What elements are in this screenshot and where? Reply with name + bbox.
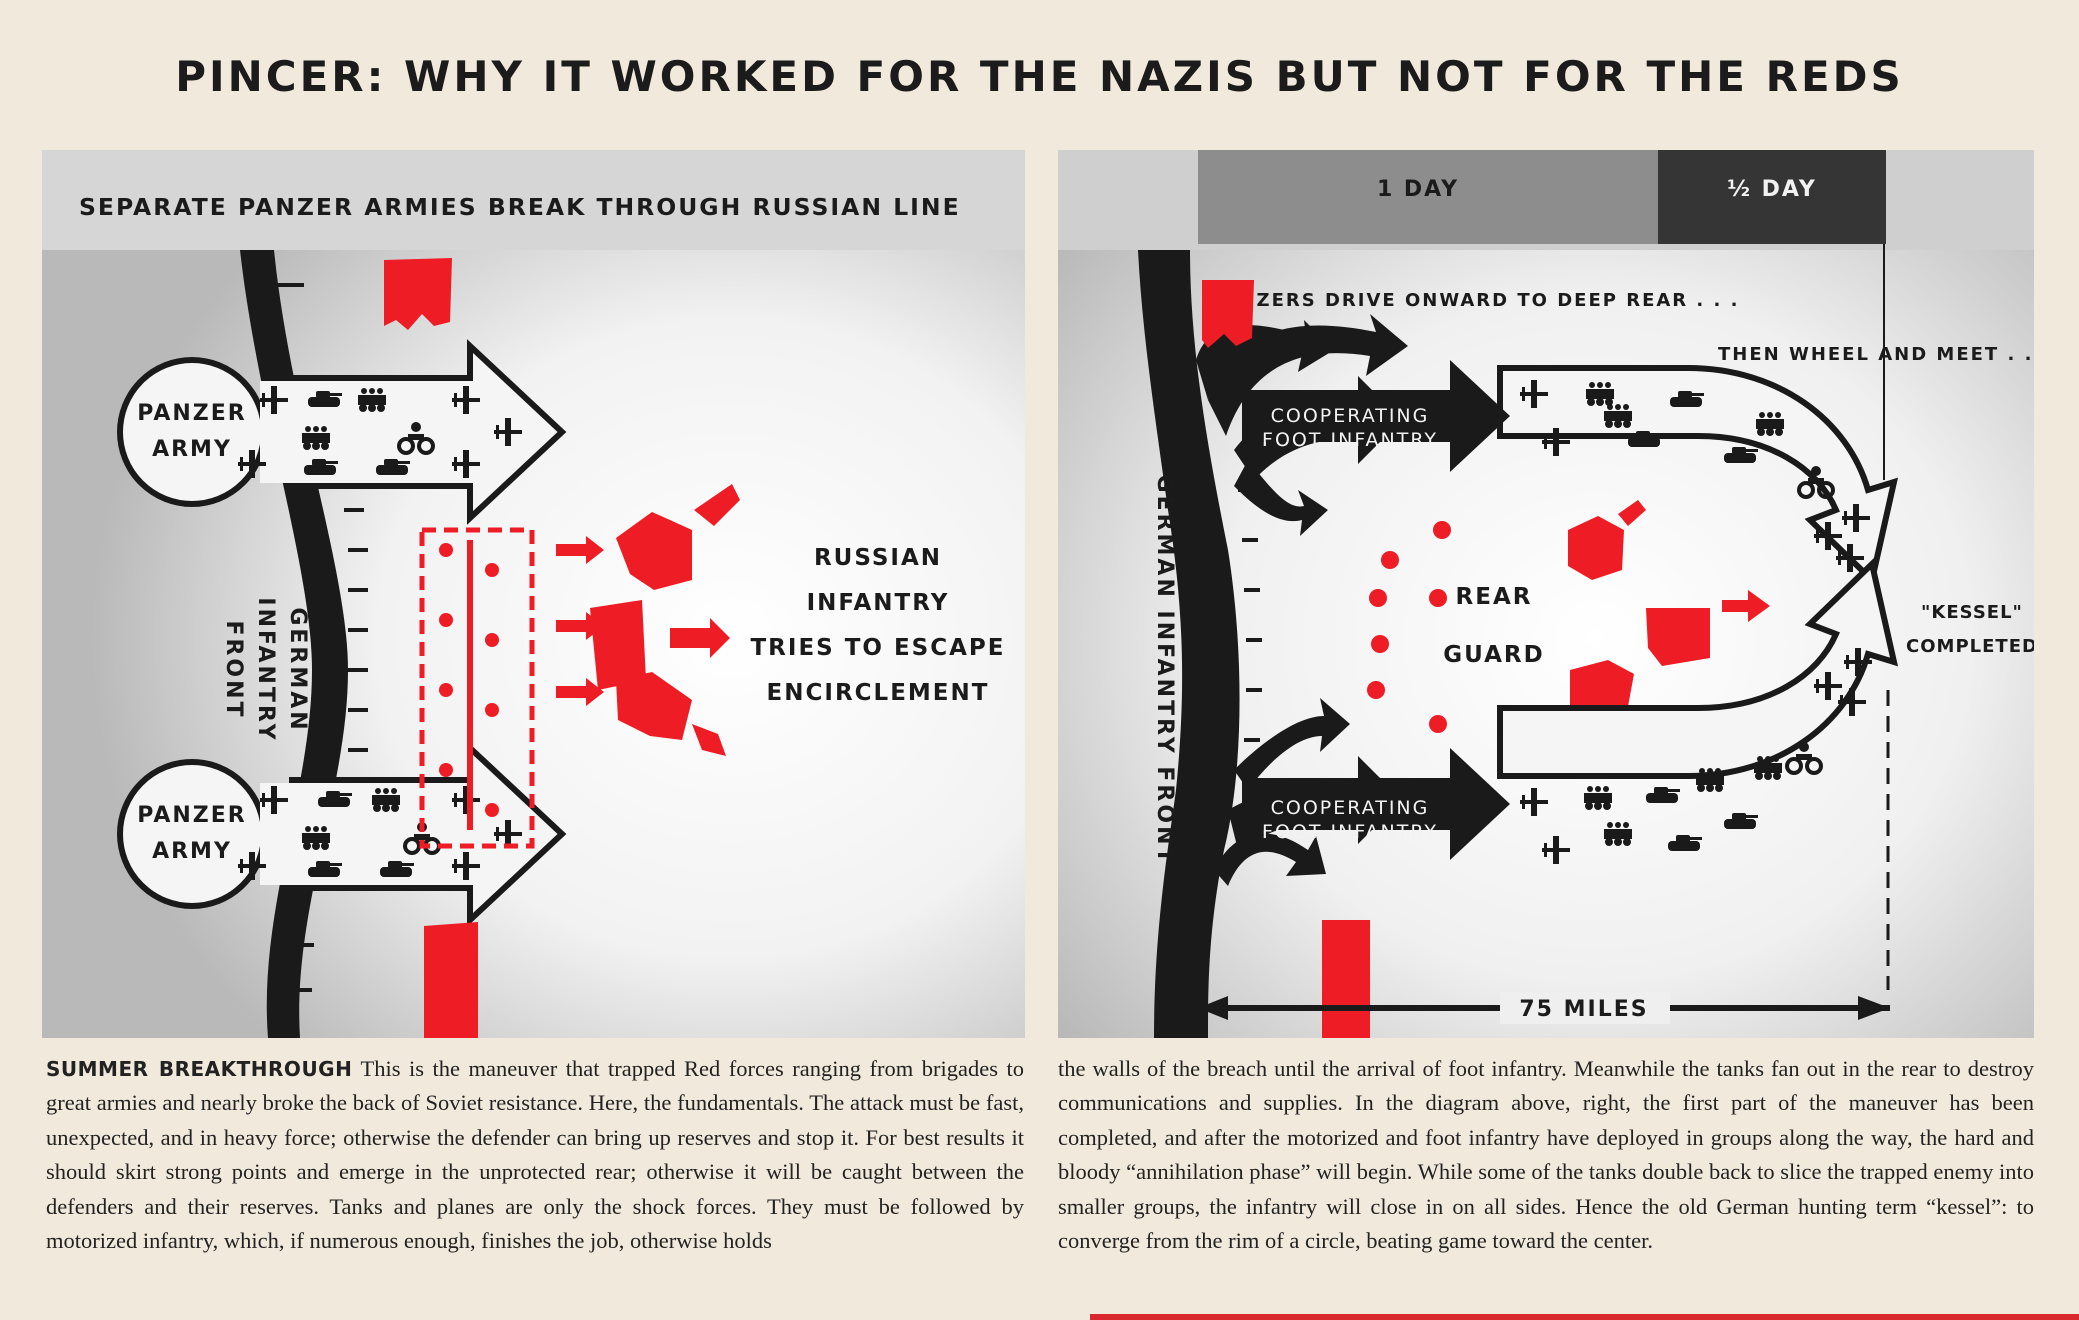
svg-text:PANZER: PANZER — [137, 401, 246, 426]
svg-text:GERMAN INFANTRY FRONT: GERMAN INFANTRY FRONT — [1152, 475, 1177, 866]
russian-label: RUSSIAN INFANTRY TRIES TO ESCAPE ENCIRCL… — [750, 545, 1005, 706]
panzer-army-top-shape: PANZER ARMY — [117, 339, 567, 525]
svg-text:FRONT: FRONT — [221, 620, 246, 719]
german-infantry-front-label: GERMAN INFANTRY FRONT — [221, 597, 310, 742]
right-diagram-panel: 1 DAY ½ DAY PANZERS DRIVE ONWARD TO DEEP… — [1058, 150, 2034, 1038]
svg-text:INFANTRY: INFANTRY — [807, 590, 950, 616]
one-day-bar — [1198, 150, 1658, 244]
svg-text:½ DAY: ½ DAY — [1727, 177, 1817, 202]
svg-text:COOPERATING: COOPERATING — [1271, 797, 1430, 819]
german-infantry-front-label-right: GERMAN INFANTRY FRONT — [1152, 475, 1177, 866]
lead-heading: SUMMER BREAKTHROUGH — [46, 1057, 353, 1081]
scale-75-miles: 75 MILES — [1198, 992, 1890, 1024]
left-diagram-panel: SEPARATE PANZER ARMIES BREAK THROUGH RUS… — [42, 150, 1025, 1038]
svg-text:FOOT INFANTRY: FOOT INFANTRY — [1262, 429, 1438, 451]
svg-text:75 MILES: 75 MILES — [1519, 997, 1648, 1022]
svg-text:INFANTRY: INFANTRY — [253, 597, 278, 742]
svg-text:COOPERATING: COOPERATING — [1271, 405, 1430, 427]
svg-text:TRIES TO ESCAPE: TRIES TO ESCAPE — [750, 635, 1005, 661]
page-title: PINCER: WHY IT WORKED FOR THE NAZIS BUT … — [175, 52, 1904, 101]
kessel-label: "KESSEL" — [1921, 602, 2023, 623]
svg-text:GERMAN: GERMAN — [285, 607, 310, 732]
left-heading: SEPARATE PANZER ARMIES BREAK THROUGH RUS… — [79, 193, 961, 221]
svg-text:ARMY: ARMY — [152, 839, 232, 864]
red-page-edge — [1090, 1314, 2079, 1320]
svg-text:FOOT INFANTRY: FOOT INFANTRY — [1262, 821, 1438, 843]
rear-guard-label: REAR — [1456, 584, 1533, 610]
panzers-drive-label: PANZERS DRIVE ONWARD TO DEEP REAR . . . — [1210, 290, 1739, 311]
wheel-label: THEN WHEEL AND MEET . . . — [1718, 344, 2034, 365]
half-day-bar — [1658, 150, 1886, 244]
russian-red-units — [384, 258, 740, 1038]
body-column-left: SUMMER BREAKTHROUGH This is the maneuver… — [46, 1056, 1025, 1254]
body-column-right: the walls of the breach until the arriva… — [1058, 1056, 2034, 1254]
svg-text:PANZER: PANZER — [137, 803, 246, 828]
panzer-army-bottom-shape: PANZER ARMY — [117, 741, 567, 927]
svg-text:GUARD: GUARD — [1443, 642, 1544, 668]
svg-text:ENCIRCLEMENT: ENCIRCLEMENT — [767, 680, 990, 706]
svg-text:RUSSIAN: RUSSIAN — [814, 545, 942, 571]
svg-text:ARMY: ARMY — [152, 437, 232, 462]
svg-text:COMPLETED: COMPLETED — [1906, 636, 2034, 657]
svg-text:1 DAY: 1 DAY — [1377, 177, 1459, 202]
panzer-kessel-horseshoe — [1497, 365, 1899, 864]
german-infantry-front-line — [1138, 250, 1240, 1038]
